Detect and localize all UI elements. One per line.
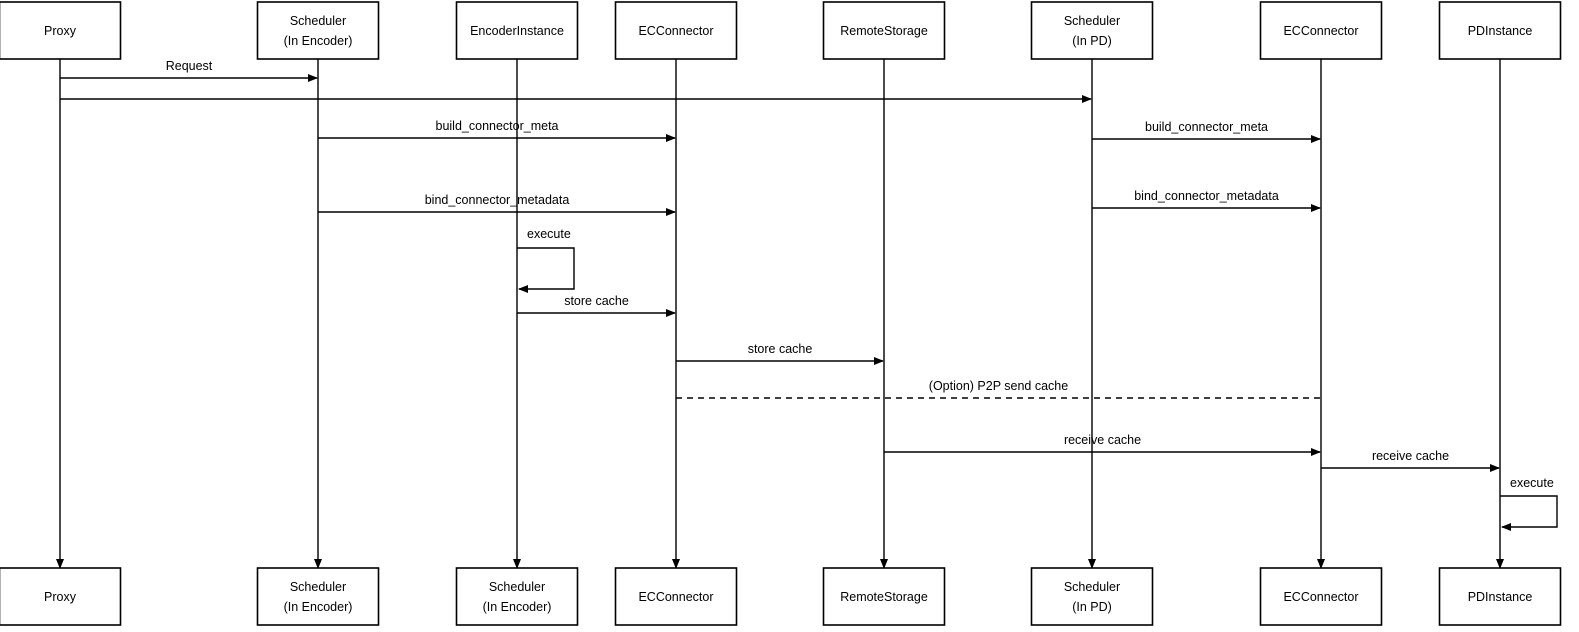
actor-box-bottom-sched_pd[interactable]: Scheduler (In PD) (1030, 567, 1154, 626)
self-messages-layer: execute execute (517, 227, 1558, 531)
actor-box-top-sched_enc[interactable]: Scheduler (In Encoder) (256, 1, 380, 60)
actor-sublabel: (In PD) (1072, 600, 1112, 614)
message-label: store cache (564, 294, 629, 308)
message-label: (Option) P2P send cache (929, 379, 1068, 393)
actor-box-top-proxy[interactable]: Proxy (0, 1, 122, 60)
message-label: receive cache (1372, 449, 1449, 463)
message-label: bind_connector_metadata (1134, 189, 1279, 203)
self-message-path (517, 247, 575, 293)
self-message-s2[interactable]: execute (1500, 476, 1558, 531)
actor-label: ECConnector (638, 590, 713, 604)
message-m4[interactable]: build_connector_meta (1092, 120, 1321, 143)
actor-label: ECConnector (1283, 24, 1358, 38)
self-message-label: execute (1510, 476, 1554, 490)
actor-box-top-ec_conn_pd[interactable]: ECConnector (1259, 1, 1383, 60)
actor-label: Proxy (44, 24, 77, 38)
actor-label: RemoteStorage (840, 590, 928, 604)
actor-box-top-ec_conn_enc[interactable]: ECConnector (614, 1, 738, 60)
actor-sublabel: (In PD) (1072, 34, 1112, 48)
actor-label: Scheduler (1064, 580, 1120, 594)
message-m7[interactable]: store cache (517, 294, 676, 317)
message-m8[interactable]: store cache (676, 342, 884, 365)
actor-label: RemoteStorage (840, 24, 928, 38)
actor-label: Scheduler (489, 580, 545, 594)
actor-label: EncoderInstance (470, 24, 564, 38)
actor-label: Scheduler (1064, 14, 1120, 28)
actor-box-top-pd_inst[interactable]: PDInstance (1438, 1, 1562, 60)
actor-label: ECConnector (638, 24, 713, 38)
message-m6[interactable]: bind_connector_metadata (1092, 189, 1321, 212)
actor-box-top-remote_store[interactable]: RemoteStorage (822, 1, 946, 60)
message-m9[interactable]: (Option) P2P send cache (676, 379, 1320, 399)
actor-box-bottom-encoder_inst[interactable]: Scheduler (In Encoder) (455, 567, 579, 626)
actor-label: Scheduler (290, 580, 346, 594)
self-message-s1[interactable]: execute (517, 227, 575, 293)
lifelines-layer (56, 59, 1504, 569)
actor-box-top-encoder_inst[interactable]: EncoderInstance (455, 1, 579, 60)
message-label: store cache (748, 342, 813, 356)
actor-box-bottom-remote_store[interactable]: RemoteStorage (822, 567, 946, 626)
actor-sublabel: (In Encoder) (284, 600, 353, 614)
message-m10[interactable]: receive cache (884, 433, 1321, 456)
messages-layer: Request build_connector_meta build_connect… (60, 59, 1500, 472)
message-label: build_connector_meta (436, 119, 559, 133)
actor-box-bottom-sched_enc[interactable]: Scheduler (In Encoder) (256, 567, 380, 626)
message-label: Request (166, 59, 213, 73)
actor-box-bottom-ec_conn_enc[interactable]: ECConnector (614, 567, 738, 626)
message-m1[interactable]: Request (60, 59, 318, 82)
message-m11[interactable]: receive cache (1321, 449, 1500, 472)
actor-sublabel: (In Encoder) (483, 600, 552, 614)
actor-box-top-sched_pd[interactable]: Scheduler (In PD) (1030, 1, 1154, 60)
actor-box-bottom-proxy[interactable]: Proxy (0, 567, 122, 626)
self-message-label: execute (527, 227, 571, 241)
message-label: receive cache (1064, 433, 1141, 447)
actor-box-bottom-ec_conn_pd[interactable]: ECConnector (1259, 567, 1383, 626)
message-label: build_connector_meta (1145, 120, 1268, 134)
actor-sublabel: (In Encoder) (284, 34, 353, 48)
message-label: bind_connector_metadata (425, 193, 570, 207)
top-actor-boxes: Proxy Scheduler (In Encoder) EncoderInstanc… (0, 1, 1562, 60)
actor-label: PDInstance (1468, 590, 1533, 604)
actor-label: Proxy (44, 590, 77, 604)
actor-label: Scheduler (290, 14, 346, 28)
bottom-actor-boxes: Proxy Scheduler (In Encoder) Scheduler (In E… (0, 567, 1562, 626)
message-m5[interactable]: bind_connector_metadata (318, 193, 676, 216)
actor-label: ECConnector (1283, 590, 1358, 604)
actor-box-bottom-pd_inst[interactable]: PDInstance (1438, 567, 1562, 626)
message-m3[interactable]: build_connector_meta (318, 119, 676, 142)
actor-label: PDInstance (1468, 24, 1533, 38)
self-message-path (1500, 495, 1558, 531)
